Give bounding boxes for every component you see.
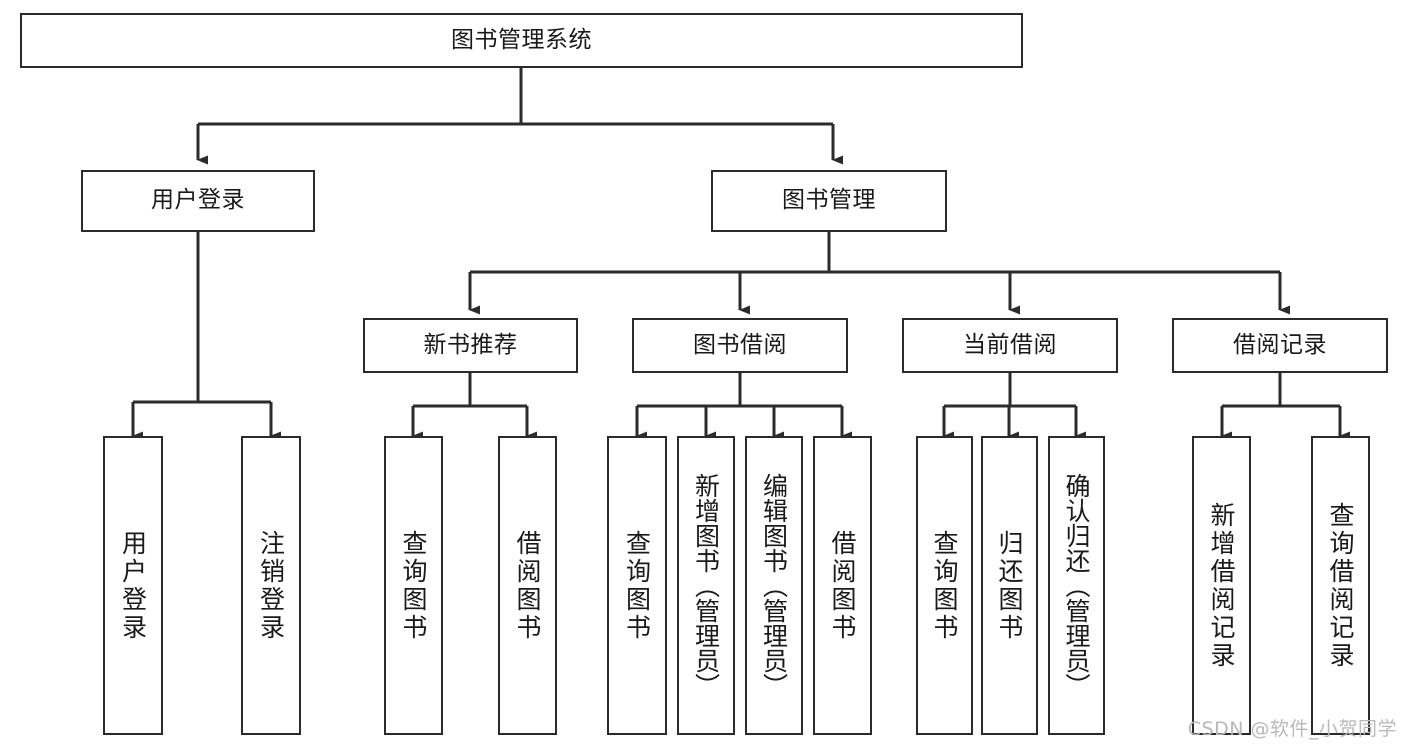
leaf-book-borrow-borrow-label: 借阅图书	[828, 529, 857, 642]
leaf-book-borrow-borrow[interactable]: 借阅图书	[813, 436, 872, 735]
node-book-management-label: 图书管理	[782, 187, 876, 214]
leaf-user-login-signin-label: 用户登录	[118, 529, 148, 642]
node-book-borrow-label: 图书借阅	[693, 331, 787, 358]
node-new-book-recommend[interactable]: 新书推荐	[363, 318, 578, 373]
leaf-borrow-record-query[interactable]: 查询借阅记录	[1311, 436, 1370, 735]
leaf-book-borrow-edit-label: 编辑图书（管理员）	[759, 473, 789, 698]
node-user-login-label: 用户登录	[151, 187, 245, 214]
leaf-current-borrow-confirm[interactable]: 确认归还（管理员）	[1048, 436, 1105, 735]
leaf-current-borrow-query-label: 查询图书	[930, 529, 959, 642]
node-new-book-recommend-label: 新书推荐	[423, 331, 518, 358]
leaf-new-book-borrow[interactable]: 借阅图书	[498, 436, 557, 735]
leaf-current-borrow-confirm-label: 确认归还（管理员）	[1062, 473, 1091, 698]
node-root[interactable]: 图书管理系统	[20, 13, 1023, 68]
watermark: CSDN @软件_小贺同学	[1187, 718, 1397, 740]
leaf-current-borrow-return-label: 归还图书	[995, 529, 1024, 642]
node-book-borrow[interactable]: 图书借阅	[632, 318, 848, 373]
leaf-current-borrow-query[interactable]: 查询图书	[916, 436, 973, 735]
node-borrow-record-label: 借阅记录	[1233, 331, 1327, 358]
leaf-new-book-query[interactable]: 查询图书	[384, 436, 443, 735]
leaf-user-login-signout[interactable]: 注销登录	[241, 436, 301, 735]
leaf-book-borrow-add-label: 新增图书（管理员）	[691, 473, 721, 698]
leaf-book-borrow-add[interactable]: 新增图书（管理员）	[677, 436, 735, 735]
node-root-label: 图书管理系统	[451, 26, 592, 53]
node-current-borrow-label: 当前借阅	[963, 331, 1057, 358]
node-user-login[interactable]: 用户登录	[81, 170, 315, 232]
leaf-book-borrow-edit[interactable]: 编辑图书（管理员）	[745, 436, 803, 735]
leaf-new-book-borrow-label: 借阅图书	[513, 529, 542, 642]
leaf-new-book-query-label: 查询图书	[399, 529, 428, 642]
leaf-user-login-signout-label: 注销登录	[256, 529, 286, 642]
leaf-user-login-signin[interactable]: 用户登录	[103, 436, 163, 735]
leaf-borrow-record-add-label: 新增借阅记录	[1207, 501, 1236, 670]
leaf-book-borrow-query[interactable]: 查询图书	[607, 436, 667, 735]
node-book-management[interactable]: 图书管理	[711, 170, 947, 232]
leaf-current-borrow-return[interactable]: 归还图书	[981, 436, 1038, 735]
leaf-borrow-record-query-label: 查询借阅记录	[1326, 501, 1355, 670]
leaf-book-borrow-query-label: 查询图书	[622, 529, 652, 642]
node-borrow-record[interactable]: 借阅记录	[1172, 318, 1388, 373]
leaf-borrow-record-add[interactable]: 新增借阅记录	[1192, 436, 1251, 735]
node-current-borrow[interactable]: 当前借阅	[902, 318, 1118, 373]
